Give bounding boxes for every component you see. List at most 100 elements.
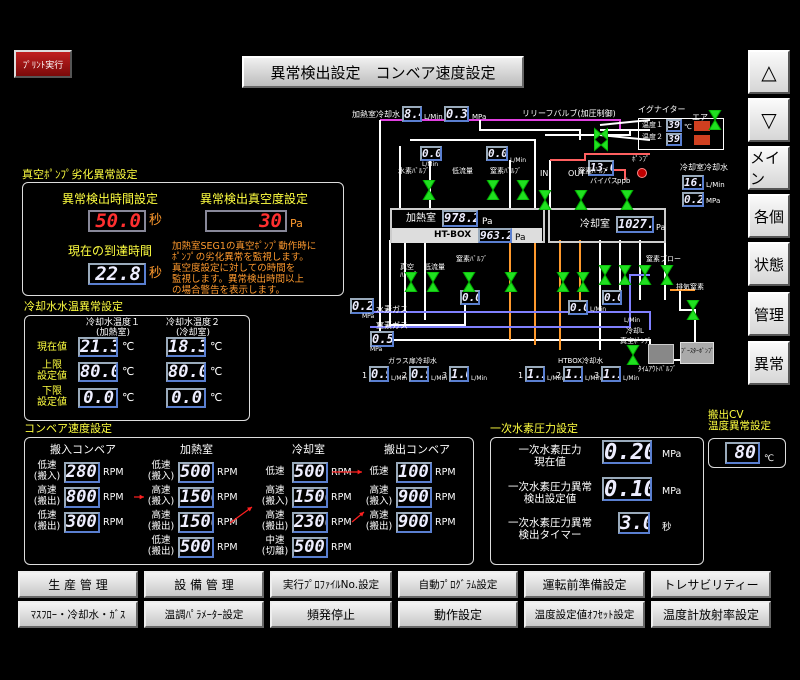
conveyor-row-label: 高速(搬入): [144, 485, 178, 507]
conveyor-speed-display[interactable]: 300: [64, 512, 100, 533]
valve-icon[interactable]: [574, 190, 588, 210]
h2-pressure-display[interactable]: 3.0: [618, 512, 650, 534]
vacuum-pump-icon: [648, 344, 674, 364]
h2-pressure-value: 0.10: [604, 477, 652, 501]
conveyor-speed-unit: RPM: [103, 492, 124, 503]
nav-manage-button[interactable]: 管理: [748, 292, 790, 336]
timeout-valve-label: ﾀｲﾑｱｳﾄﾊﾞﾙﾌﾞ: [638, 365, 677, 373]
conveyor-row-label-line: (切離): [261, 545, 289, 557]
valve-icon[interactable]: [486, 180, 500, 200]
conveyor-speed-display[interactable]: 900: [396, 512, 432, 533]
cooling-temp1-value: 0.0: [83, 388, 114, 408]
nav-alarm-label: 異常: [753, 354, 784, 373]
valve-icon[interactable]: [516, 180, 530, 200]
scroll-up-button[interactable]: △: [748, 50, 790, 94]
conveyor-speed-display[interactable]: 1500: [292, 487, 328, 508]
scroll-down-button[interactable]: ▽: [748, 98, 790, 142]
menu-button[interactable]: トレサビリティー: [651, 571, 771, 598]
pump-indicator-icon: [637, 168, 647, 178]
menu-button[interactable]: 運転前準備設定: [524, 571, 645, 598]
conveyor-row-label-line: (搬入): [147, 470, 175, 482]
conveyor-speed-display[interactable]: 1500: [178, 512, 214, 533]
conveyor-speed-display[interactable]: 900: [396, 487, 432, 508]
conveyor-speed-display[interactable]: 100: [396, 462, 432, 483]
col2-header: 冷却水温度２ (冷却室): [158, 318, 228, 338]
valve-icon[interactable]: [538, 190, 552, 210]
conveyor-speed-unit: RPM: [217, 492, 238, 503]
print-button[interactable]: ﾌﾟﾘﾝﾄ実行: [14, 50, 72, 78]
nav-individual-button[interactable]: 各個: [748, 194, 790, 238]
conveyor-speed-display[interactable]: 2300: [292, 512, 328, 533]
menu-button[interactable]: 実行ﾌﾟﾛﾌｧｲﾙNo.設定: [270, 571, 392, 598]
menu-button[interactable]: 温度設定値ｵﾌｾｯﾄ設定: [524, 601, 645, 628]
conveyor-speed-display[interactable]: 500: [178, 462, 214, 483]
menu-button[interactable]: 生 産 管 理: [18, 571, 138, 598]
conveyor-speed-display[interactable]: 1500: [178, 487, 214, 508]
valve-icon[interactable]: [462, 272, 476, 292]
menu-button[interactable]: 頻発停止: [270, 601, 392, 628]
cooling-temp1-display[interactable]: 0.0: [78, 388, 118, 408]
conveyor-speed-display[interactable]: 500: [292, 537, 328, 558]
valve-icon[interactable]: [708, 110, 722, 130]
valve-icon[interactable]: [620, 190, 634, 210]
valve-icon[interactable]: [576, 272, 590, 292]
conveyor-speed-display[interactable]: 500: [292, 462, 328, 483]
vacuum-pump-panel: [22, 182, 344, 296]
nav-status-button[interactable]: 状態: [748, 242, 790, 286]
nav-alarm-button[interactable]: 異常: [748, 341, 790, 385]
valve-icon[interactable]: [686, 300, 700, 320]
conveyor-speed-value: 1500: [180, 512, 212, 532]
cooling-temp2-value: 0.0: [171, 388, 202, 408]
ppb-value: 13.0: [590, 161, 614, 174]
cooling-temp1-display[interactable]: 80.0: [78, 362, 118, 382]
conveyor-speed-unit: RPM: [217, 542, 238, 553]
valve-icon[interactable]: [638, 265, 652, 285]
conveyor-speed-display[interactable]: 800: [64, 487, 100, 508]
detect-vac-display[interactable]: 30: [205, 210, 287, 232]
conveyor-speed-unit: RPM: [435, 517, 456, 528]
h2-row-label-line: 一次水素圧力: [518, 444, 582, 456]
reach-time-label: 現在の到達時間: [68, 244, 153, 258]
menu-button[interactable]: 設 備 管 理: [144, 571, 264, 598]
conveyor-row-label-line: (搬入): [33, 470, 61, 482]
menu-button[interactable]: 温度計放射率設定: [651, 601, 771, 628]
cv-temp-display[interactable]: 80: [725, 442, 760, 464]
valve-icon[interactable]: [618, 265, 632, 285]
igniter-box: [638, 118, 724, 150]
hw-flow-display: 8.4: [402, 106, 422, 122]
lf2-unit: L/Min: [590, 306, 607, 313]
valve-icon[interactable]: [404, 272, 418, 292]
conveyor-row-label-line: (搬入): [365, 495, 393, 507]
menu-button[interactable]: 温調ﾊﾟﾗﾒｰﾀｰ設定: [144, 601, 264, 628]
conveyor-speed-unit: RPM: [435, 467, 456, 478]
cooling-temp2-display[interactable]: 0.0: [166, 388, 206, 408]
menu-button[interactable]: 動作設定: [398, 601, 518, 628]
crw-press-display: 0.21: [682, 192, 704, 207]
valve-icon[interactable]: [556, 272, 570, 292]
nav-main-button[interactable]: メイン: [748, 146, 790, 190]
conveyor-speed-display[interactable]: 280: [64, 462, 100, 483]
valve-icon[interactable]: [426, 272, 440, 292]
valve-icon[interactable]: [422, 180, 436, 200]
cooling-valve-label: 冷却L: [626, 327, 644, 335]
valve-icon[interactable]: [504, 272, 518, 292]
cooling-row-label-line: 設定値: [37, 397, 67, 408]
cooling-temp2-display[interactable]: 80.0: [166, 362, 206, 382]
h2-pressure-display: 0.20: [602, 440, 652, 464]
detect-time-display[interactable]: 50.0: [88, 210, 146, 232]
valve-icon[interactable]: [594, 135, 608, 155]
valve-icon[interactable]: [626, 345, 640, 365]
h2-pressure-display[interactable]: 0.10: [602, 477, 652, 501]
valve-icon[interactable]: [598, 265, 612, 285]
valve-icon[interactable]: [594, 124, 608, 144]
conveyor-speed-display[interactable]: 500: [178, 537, 214, 558]
menu-button[interactable]: ﾏｽﾌﾛｰ・冷却水・ｶﾞｽ: [18, 601, 138, 628]
low-flow-label: 低流量: [452, 167, 473, 175]
conveyor-speed-value: 900: [398, 487, 429, 507]
menu-button[interactable]: 自動ﾌﾟﾛｸﾞﾗﾑ設定: [398, 571, 518, 598]
igniter-1-icon: [694, 121, 710, 131]
temp1-label: 温度１: [642, 121, 663, 129]
htbox-flow-display: 1.1: [563, 366, 583, 382]
temp2-display: 39: [666, 133, 682, 146]
valve-icon[interactable]: [660, 265, 674, 285]
